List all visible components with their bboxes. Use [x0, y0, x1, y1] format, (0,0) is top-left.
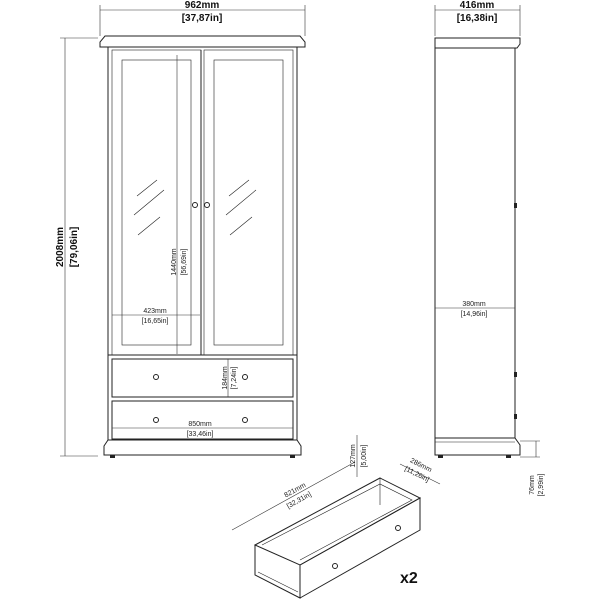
height-in-label: [79,06in]: [69, 227, 80, 268]
inner-width-in-label: [33,46in]: [187, 431, 214, 438]
plinth-in-label: [2,99in]: [538, 473, 545, 496]
side-view: 416mm [16,38in] 380mm [14,96in] 76mm [2,…: [434, 0, 545, 496]
drawer-height-in-label: [7,24in]: [231, 366, 238, 389]
glass-height-mm-label: 1440mm: [171, 248, 178, 275]
drawer-height-mm-label: 184mm: [222, 366, 229, 390]
door-knob-icon: [192, 202, 198, 208]
drawer-height-in-label: [5,00in]: [361, 444, 368, 467]
inner-depth-in-label: [14,96in]: [461, 311, 488, 318]
depth-in-label: [16,38in]: [457, 13, 498, 24]
width-mm-label: 962mm: [185, 0, 220, 11]
glass-height-in-label: [56,69in]: [181, 249, 188, 276]
width-in-label: [37,87in]: [182, 13, 223, 24]
drawer-height-mm-label: 127mm: [350, 444, 357, 468]
inner-depth-mm-label: 380mm: [462, 301, 486, 308]
door-width-in-label: [16,65in]: [142, 318, 169, 325]
depth-mm-label: 416mm: [460, 0, 495, 11]
door-width-mm-label: 423mm: [143, 308, 167, 315]
drawer-view: 821mm [32,31in] 127mm [5,00in] 286mm [11…: [231, 435, 441, 599]
drawer-quantity-label: x2: [400, 570, 418, 587]
door-knob-icon: [204, 202, 210, 208]
inner-width-mm-label: 850mm: [188, 421, 212, 428]
height-mm-label: 2008mm: [55, 227, 66, 267]
plinth-mm-label: 76mm: [529, 475, 536, 495]
front-view: 962mm [37,87in] 2008mm [79,06in] 1440mm …: [55, 0, 306, 458]
